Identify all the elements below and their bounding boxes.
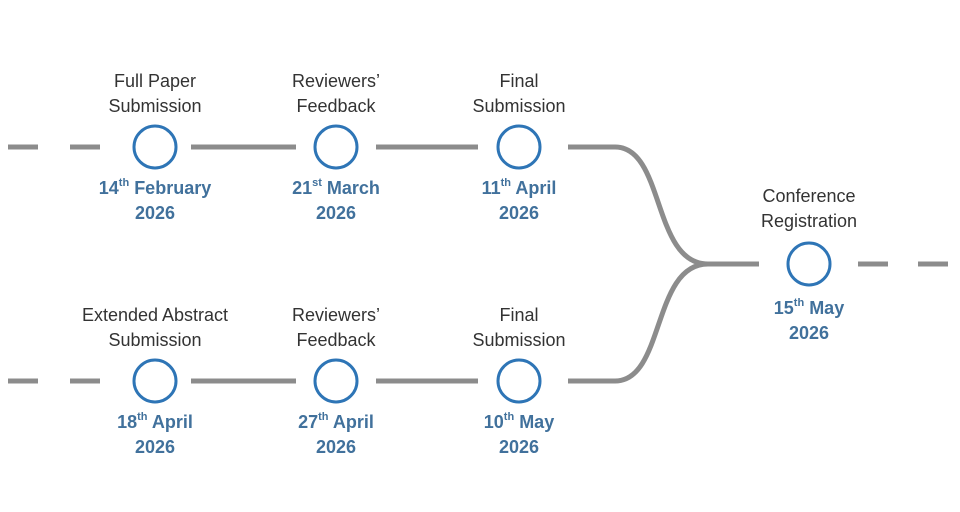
milestone-label-line: Registration (760, 211, 858, 231)
milestone-circle (786, 241, 832, 287)
date-month: April (328, 412, 374, 432)
milestone-label-line: Submission (108, 96, 202, 116)
date-month: May (514, 412, 555, 432)
date-day: 27 (298, 412, 319, 432)
milestone-date: 14th February 2026 (70, 176, 240, 226)
milestone-label-line: Feedback (296, 96, 376, 116)
milestone-label-line: Submission (108, 330, 202, 350)
date-day: 18 (117, 412, 138, 432)
date-suffix: st (312, 177, 322, 189)
milestone-circle (132, 124, 178, 170)
milestone-circle (313, 124, 359, 170)
milestone-label-line: Final (499, 71, 539, 91)
date-year: 2026 (498, 203, 540, 223)
date-suffix: th (500, 177, 512, 189)
merge-curve (568, 144, 709, 267)
milestone-date: 18th April 2026 (70, 410, 240, 460)
date-day: 11 (481, 178, 501, 198)
milestone-circle (132, 358, 178, 404)
milestone-circle (496, 358, 542, 404)
milestone-date: 21st March 2026 (251, 176, 421, 226)
date-month: April (147, 412, 193, 432)
date-suffix: th (137, 411, 148, 423)
milestone-label-line: Final (499, 305, 539, 325)
milestone-label-line: Feedback (296, 330, 376, 350)
milestone-label-line: Conference (762, 186, 856, 206)
milestone-date: 15th May 2026 (724, 296, 894, 346)
date-suffix: th (503, 411, 515, 423)
merge-curve (568, 261, 709, 384)
date-month: February (129, 178, 212, 198)
date-day: 21 (292, 178, 313, 198)
date-month: May (804, 298, 845, 318)
date-month: March (321, 178, 380, 198)
date-year: 2026 (498, 437, 540, 457)
date-suffix: th (793, 297, 805, 309)
milestone-date: 11th April 2026 (434, 176, 604, 226)
milestone-label-line: Full Paper (113, 71, 197, 91)
milestone-circle (313, 358, 359, 404)
date-year: 2026 (315, 437, 357, 457)
milestone-label-line: Extended Abstract (81, 305, 229, 325)
date-day: 10 (483, 412, 504, 432)
date-year: 2026 (788, 323, 830, 343)
date-suffix: th (318, 411, 329, 423)
date-year: 2026 (134, 203, 176, 223)
milestone-circle (496, 124, 542, 170)
milestone-label-line: Submission (472, 330, 566, 350)
milestone-label-line: Reviewers’ (291, 305, 381, 325)
milestone-label: Reviewers’ Feedback (251, 303, 421, 353)
date-year: 2026 (134, 437, 176, 457)
milestone-label: Reviewers’ Feedback (251, 69, 421, 119)
date-suffix: th (118, 177, 130, 189)
milestone-date: 10th May 2026 (434, 410, 604, 460)
milestone-date: 27th April 2026 (251, 410, 421, 460)
date-year: 2026 (315, 203, 357, 223)
milestone-label-line: Submission (472, 96, 566, 116)
date-month: April (511, 178, 557, 198)
date-day: 15 (773, 298, 794, 318)
date-day: 14 (98, 178, 119, 198)
milestone-label-line: Reviewers’ (291, 71, 381, 91)
